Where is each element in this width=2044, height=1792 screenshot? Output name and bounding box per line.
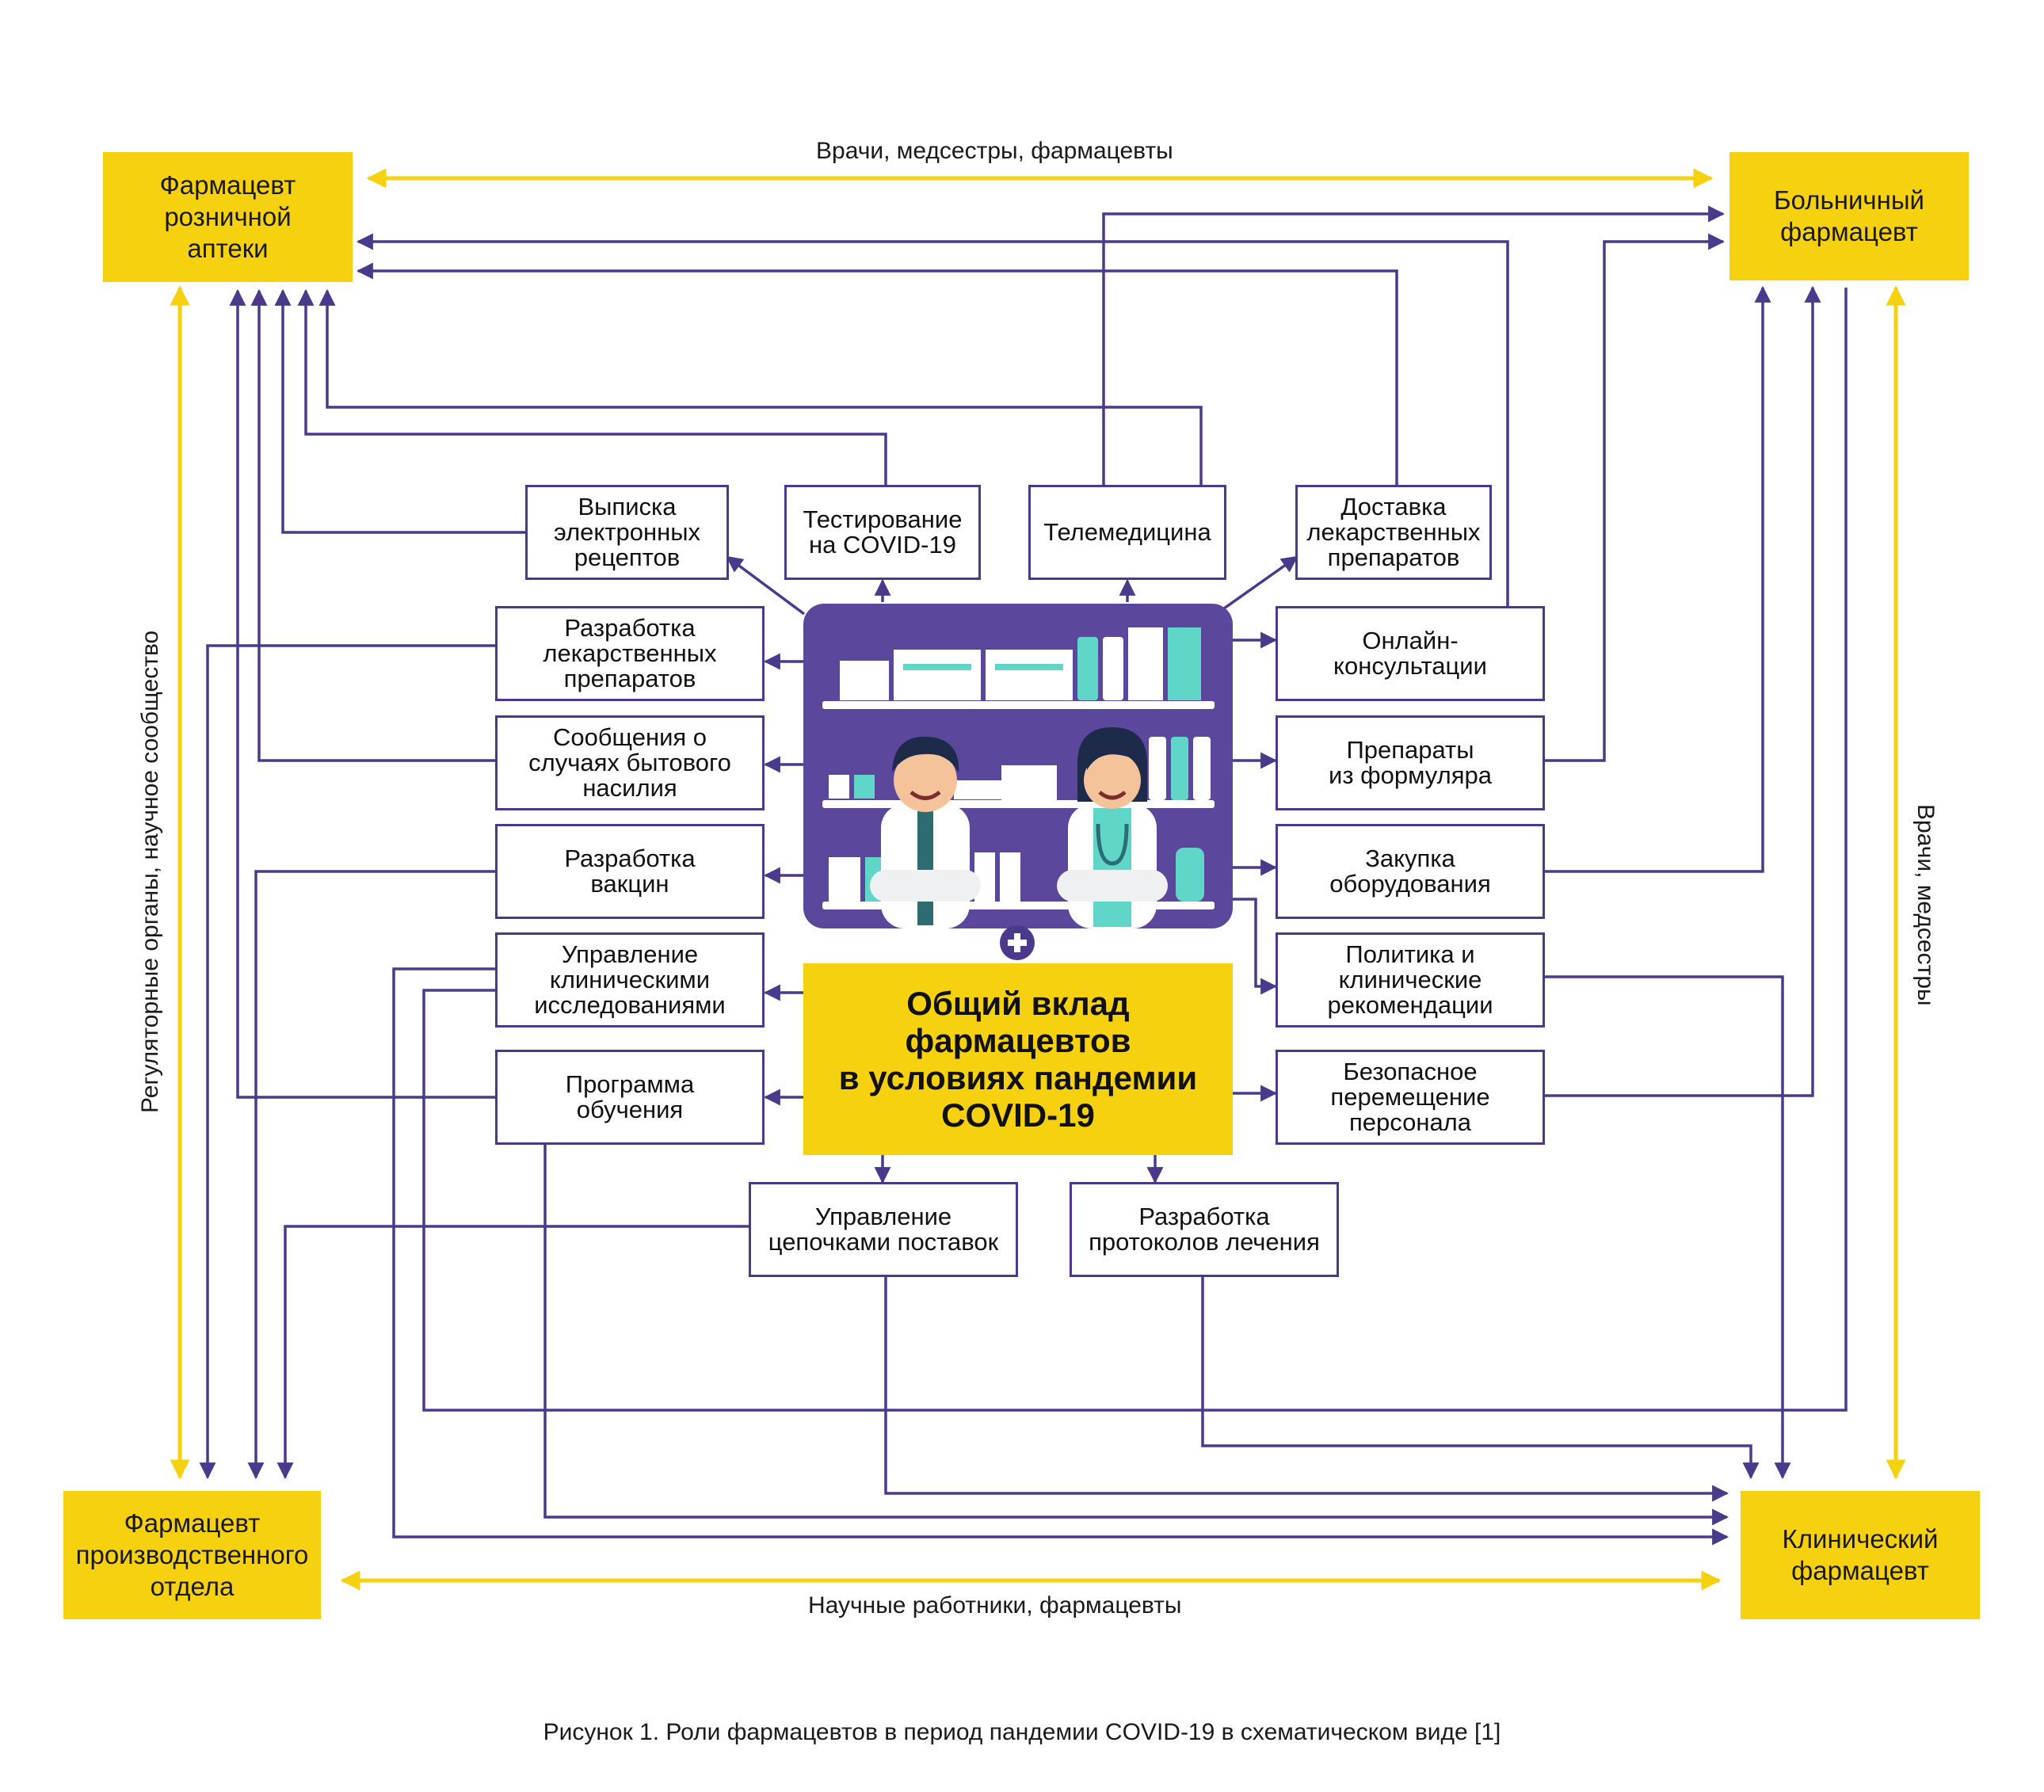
- left-link-label: Регуляторные органы, научное сообщество: [137, 630, 163, 1113]
- retail-pharmacist-label: Фармацевт розничной аптеки: [159, 170, 296, 263]
- role-clinical-trials: Управление клиническими исследованиями: [495, 932, 765, 1028]
- retail-pharmacist-box: Фармацевт розничной аптеки: [103, 152, 353, 282]
- role-covid-testing: Тестирование на COVID-19: [784, 485, 981, 580]
- role-vaccine-development: Разработка вакцин: [495, 824, 765, 919]
- yellow-links: [170, 168, 1906, 1591]
- role-training: Программа обучения: [495, 1050, 765, 1145]
- role-formulary: Препараты из формуляра: [1276, 715, 1545, 810]
- role-protocols: Разработка протоколов лечения: [1070, 1182, 1339, 1277]
- right-link-label: Врачи, медсестры: [1912, 804, 1939, 1006]
- center-title: Общий вклад фармацевтов в условиях панде…: [803, 963, 1233, 1155]
- role-drug-development: Разработка лекарственных препаратов: [495, 606, 765, 701]
- role-supply-chain: Управление цепочками поставок: [749, 1182, 1018, 1277]
- clinical-pharmacist-label: Клинический фармацевт: [1782, 1524, 1939, 1585]
- role-telemedicine: Телемедицина: [1028, 485, 1226, 580]
- role-staff-movement: Безопасное перемещение персонала: [1276, 1050, 1545, 1145]
- role-equipment: Закупка оборудования: [1276, 824, 1545, 919]
- top-link-label: Врачи, медсестры, фармацевты: [816, 138, 1173, 164]
- hospital-pharmacist-label: Больничный фармацевт: [1774, 185, 1924, 246]
- role-e-prescriptions: Выписка электронных рецептов: [525, 485, 729, 580]
- purple-connectors: [199, 205, 1848, 1546]
- clinical-pharmacist-box: Клинический фармацевт: [1741, 1491, 1980, 1619]
- production-pharmacist-box: Фармацевт производственного отдела: [63, 1491, 321, 1619]
- hospital-pharmacist-box: Больничный фармацевт: [1729, 152, 1969, 280]
- role-drug-delivery: Доставка лекарственных препаратов: [1295, 485, 1492, 580]
- role-online-consult: Онлайн- консультации: [1276, 606, 1545, 701]
- production-pharmacist-label: Фармацевт производственного отдела: [75, 1508, 309, 1601]
- bottom-link-label: Научные работники, фармацевты: [808, 1592, 1182, 1619]
- pharmacists-illustration: [803, 604, 1233, 928]
- role-policy: Политика и клинические рекомендации: [1276, 932, 1545, 1028]
- role-domestic-violence: Сообщения о случаях бытового насилия: [495, 715, 765, 810]
- plus-circle-icon: [1000, 925, 1035, 960]
- figure-caption: Рисунок 1. Роли фармацевтов в период пан…: [543, 1719, 1501, 1745]
